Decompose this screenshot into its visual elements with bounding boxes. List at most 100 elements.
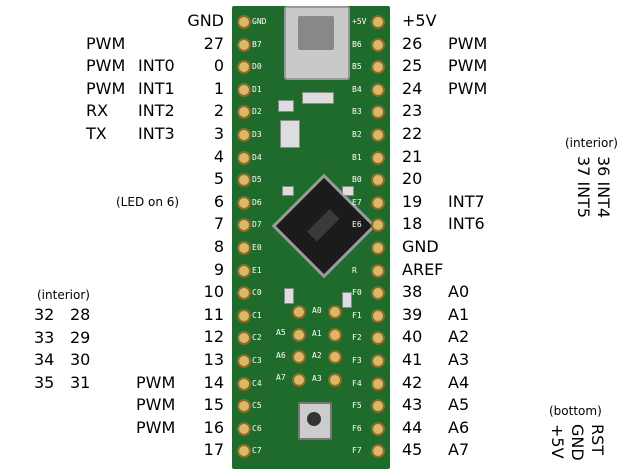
left-pin-interrupt: INT2 (138, 101, 175, 121)
left-pin-number: 0 (213, 56, 224, 76)
right-silk-label: B5 (352, 62, 362, 72)
bottom-heading: (bottom) (549, 404, 602, 418)
chip-logo (307, 209, 340, 242)
left-pin-number: 11 (203, 304, 224, 324)
left-silk-label: C3 (252, 356, 262, 365)
right-pin-number: 42 (402, 372, 423, 392)
led-note: (LED on 6) (116, 194, 180, 209)
left-header-pin (237, 241, 251, 255)
left-header-pin (237, 399, 251, 414)
left-header-pin (237, 421, 251, 436)
right-pin-number: 21 (402, 146, 423, 166)
left-pin-function: PWM (136, 417, 176, 437)
right-silk-label: E6 (352, 220, 362, 230)
right-header-pin (371, 105, 385, 120)
left-pin-number: 17 (203, 440, 224, 460)
left-silk-label: B7 (252, 39, 262, 49)
smd-component (302, 92, 334, 104)
right-silk-label: B4 (352, 84, 362, 94)
inner-silk-label: A6 (276, 350, 286, 360)
interior-pin-number: 34 (34, 350, 55, 370)
left-header-pin (237, 308, 251, 323)
left-pin-function: PWM (86, 33, 126, 53)
right-pin-number: 24 (402, 78, 423, 98)
right-silk-label: B6 (352, 39, 362, 49)
interior-pin-number: 30 (70, 350, 91, 370)
interior-pin-number: 28 (70, 305, 91, 324)
left-pin-number: 3 (213, 124, 224, 143)
right-header-pin (371, 60, 385, 75)
right-pin-function: A6 (448, 417, 470, 437)
right-pin-number: 20 (402, 169, 423, 189)
left-pin-number: 7 (213, 214, 224, 234)
left-silk-label: C5 (252, 401, 262, 411)
right-silk-label: F1 (352, 310, 362, 320)
right-silk-label: +5V (352, 17, 367, 26)
inner-silk-label: A0 (312, 306, 322, 315)
right-silk-label: F2 (352, 333, 362, 343)
left-header-pin (237, 376, 251, 391)
right-pin-number: 43 (402, 395, 423, 415)
right-pin-number: 41 (402, 350, 423, 369)
left-pin-number: 4 (213, 146, 224, 166)
interior-pin-number: 31 (70, 372, 91, 392)
bottom-5v: +5V (548, 424, 567, 459)
left-silk-label: E1 (252, 265, 262, 275)
right-header-pin (371, 195, 385, 210)
right-header-pin (371, 241, 385, 255)
smd-component (342, 292, 352, 308)
right-header-pin (371, 444, 385, 459)
left-header-pin (237, 218, 251, 233)
inner-silk-label: A1 (312, 328, 322, 338)
left-header-pin (237, 173, 251, 188)
smd-component (282, 186, 294, 196)
right-silk-label: B1 (352, 152, 362, 162)
inner-silk-label: A5 (276, 328, 286, 337)
left-header-pin (237, 354, 251, 368)
interior-pad (328, 327, 342, 342)
right-header-pin (371, 286, 385, 301)
right-silk-label: F3 (352, 356, 362, 365)
left-pin-number: 8 (213, 237, 224, 256)
left-pin-number: 15 (203, 395, 224, 415)
right-pin-function: A3 (448, 350, 470, 369)
right-header-pin (371, 218, 385, 233)
interior-pin-number: 35 (34, 372, 55, 392)
left-pin-number: 27 (203, 33, 224, 53)
left-pin-interrupt: INT3 (138, 124, 175, 143)
right-pin-number: AREF (402, 259, 444, 279)
left-silk-label: D0 (252, 62, 262, 72)
left-header-pin (237, 82, 251, 97)
interior-pin-number: 29 (70, 327, 91, 347)
right-pin-function: A0 (448, 282, 470, 302)
left-pin-interrupt: INT0 (138, 56, 175, 76)
right-header-pin (371, 82, 385, 97)
left-header-pin (237, 37, 251, 52)
left-header-pin (237, 150, 251, 165)
interior-pin-number: 33 (34, 327, 55, 347)
left-silk-label: D4 (252, 152, 262, 162)
left-silk-label: C6 (252, 423, 262, 433)
left-silk-label: C4 (252, 378, 262, 388)
left-pin-function: PWM (136, 395, 176, 415)
inner-silk-label: A7 (276, 373, 286, 383)
left-header-pin (237, 105, 251, 120)
interior-pad (292, 350, 306, 365)
reset-button[interactable] (298, 402, 332, 440)
right-pin-function: A2 (448, 327, 470, 347)
right-silk-label: B0 (352, 175, 362, 185)
left-header-pin (237, 444, 251, 459)
right-silk-label: R (352, 265, 357, 275)
left-header-pin (237, 286, 251, 301)
right-pin-function: A7 (448, 440, 470, 460)
right-silk-label: B3 (352, 107, 362, 117)
left-silk-label: D5 (252, 175, 262, 185)
left-pin-number: 10 (203, 282, 224, 302)
left-pin-function: PWM (86, 56, 126, 76)
interior-pad (292, 327, 306, 342)
right-pin-number: 18 (402, 214, 423, 234)
right-header-pin (371, 376, 385, 391)
right-silk-label: F4 (352, 378, 362, 388)
right-pin-function: A1 (448, 304, 470, 324)
